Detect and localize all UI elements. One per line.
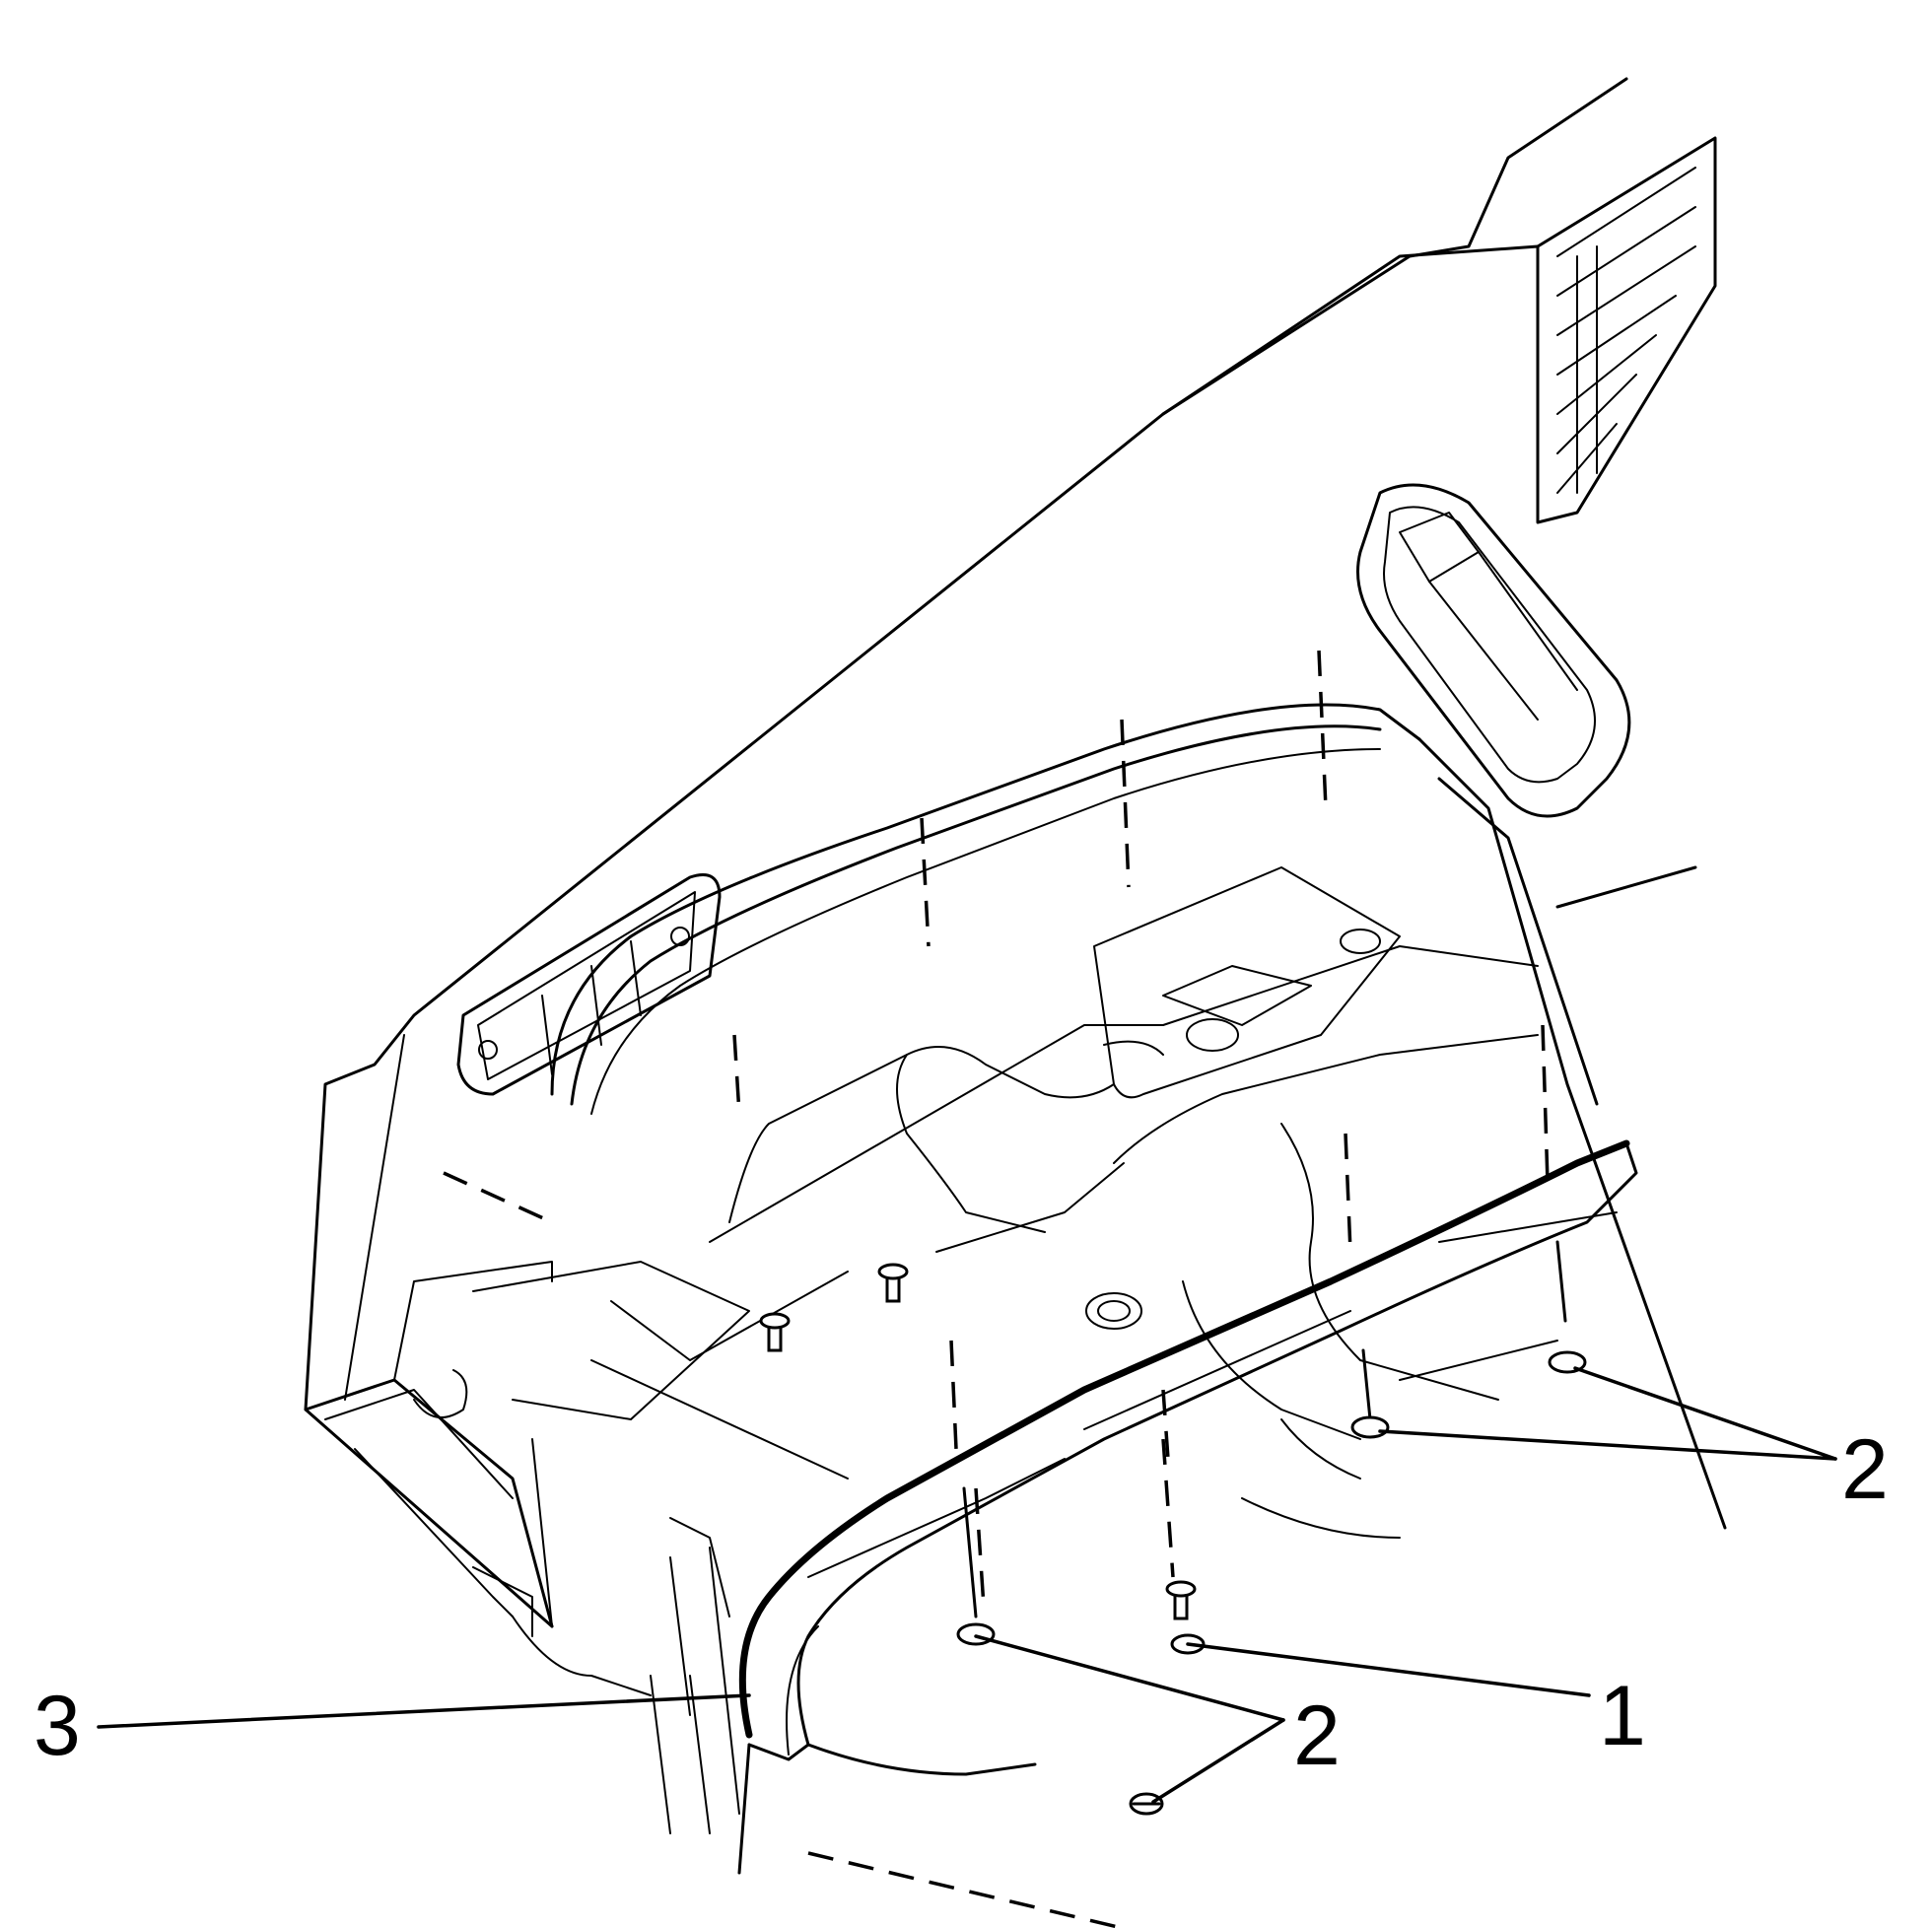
push-pin-fastener	[1165, 1580, 1206, 1655]
push-pin-fastener	[759, 1312, 791, 1352]
side-vent-grille	[1536, 136, 1717, 524]
right-tail-lamp	[1356, 483, 1631, 818]
bolt-fastener	[1129, 1792, 1164, 1816]
callout-label-2: 2	[1293, 1688, 1341, 1783]
trunk-interior	[472, 866, 1618, 1539]
push-pin-fastener	[877, 1263, 909, 1303]
lower-fascia-left	[304, 1261, 740, 1834]
bumper-fascia-upper-molding	[737, 1139, 1638, 1875]
callout-label-3: 3	[34, 1679, 81, 1773]
liftgate-panel	[304, 77, 1628, 1628]
upper-opening-trim	[550, 703, 1727, 1530]
callout-label-1: 1	[1599, 1669, 1646, 1763]
installation-guide-lines	[443, 650, 1550, 1928]
bolt-fastener	[1548, 1240, 1587, 1374]
license-lamp	[456, 873, 722, 1096]
fastener-group	[759, 1240, 1587, 1816]
callout-leader-lines	[97, 1366, 1837, 1804]
callout-label-2: 2	[1841, 1422, 1889, 1517]
bolt-fastener	[1350, 1348, 1390, 1439]
